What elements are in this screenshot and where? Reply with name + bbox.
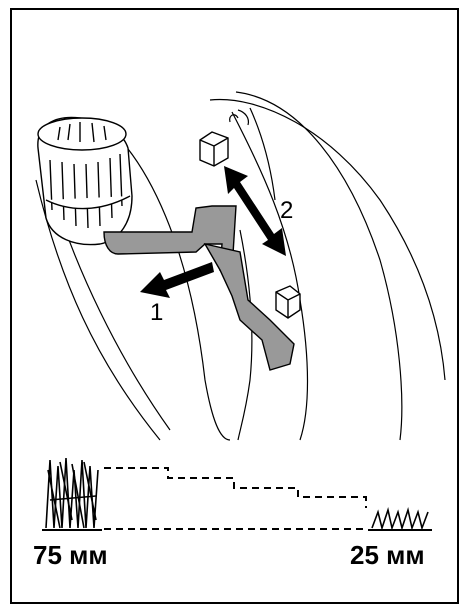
callout-1: 1 bbox=[150, 299, 163, 326]
step-dashes bbox=[104, 468, 368, 529]
bristles-short-icon bbox=[368, 510, 432, 530]
bottom-screw bbox=[276, 286, 300, 318]
adjustment-knob bbox=[38, 117, 132, 244]
top-screw bbox=[200, 132, 228, 166]
arrow-1-icon bbox=[140, 262, 214, 298]
length-scale bbox=[42, 458, 432, 530]
max-length-label: 75 мм bbox=[33, 540, 108, 570]
callout-2: 2 bbox=[280, 197, 293, 224]
bristles-long-icon bbox=[42, 458, 102, 530]
min-length-label: 25 мм bbox=[350, 540, 425, 570]
